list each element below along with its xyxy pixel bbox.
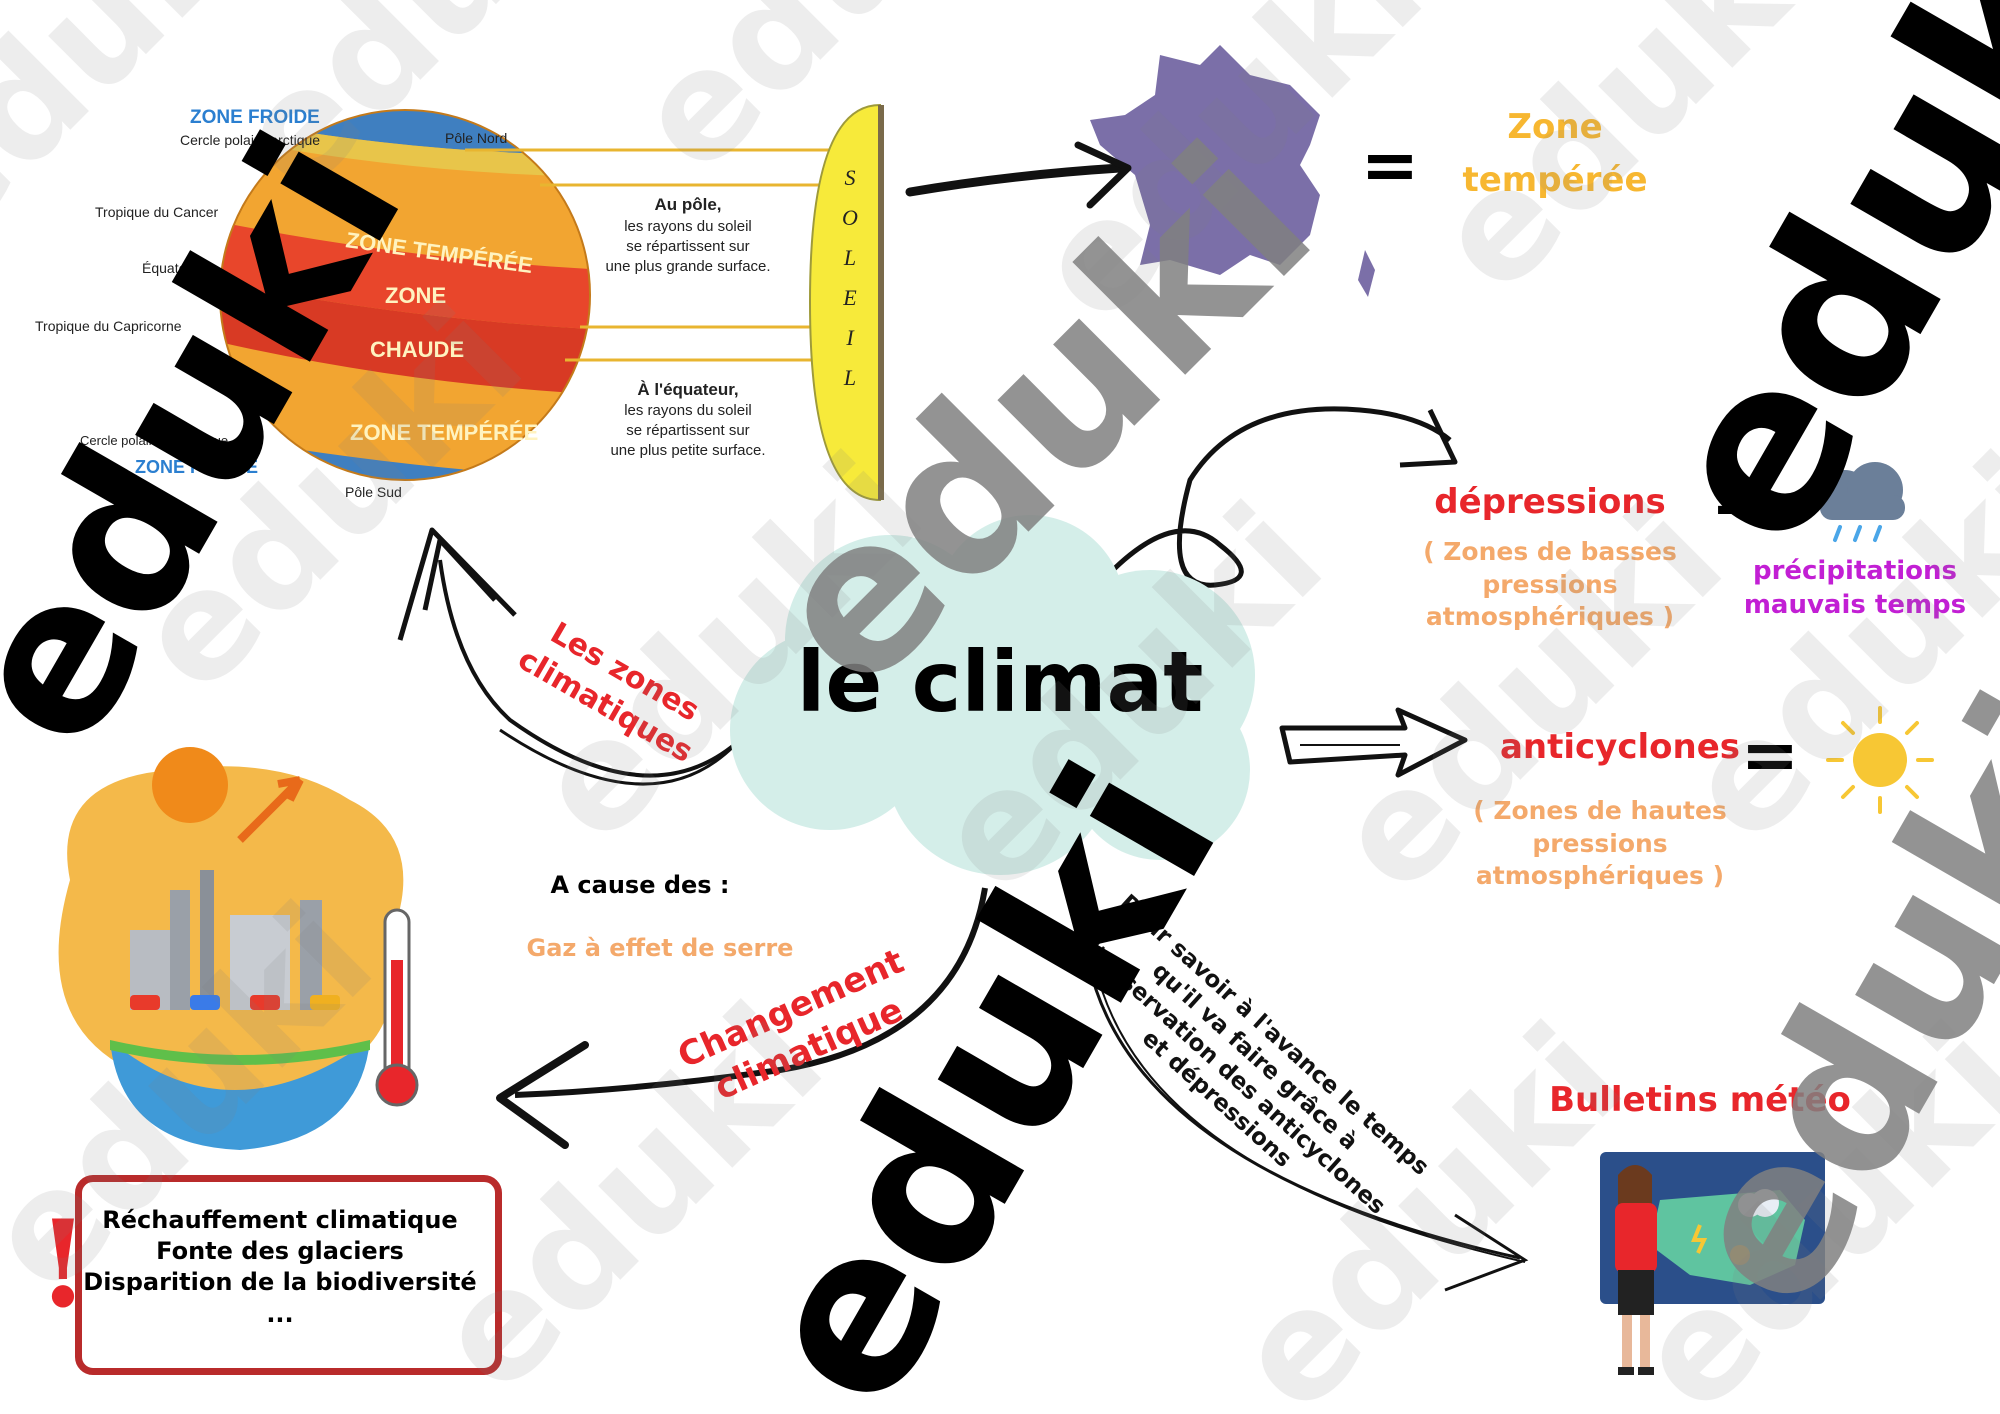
forecast-line-2: qu'il va faire grâce à xyxy=(1147,957,1363,1156)
forecast-text: Pour savoir à l'avance le temps qu'il va… xyxy=(1043,878,1447,1258)
consequences-box xyxy=(75,1175,502,1375)
exclamation-icon: ! xyxy=(36,1194,90,1335)
sun-half-icon xyxy=(808,103,881,502)
a-equateur-line-4: une plus petite surface. xyxy=(610,442,765,459)
anticyclones-desc-line-2: pressions xyxy=(1532,828,1668,858)
depressions-desc-line-3: atmosphériques ) xyxy=(1425,602,1675,631)
equateur-label: Équateur xyxy=(142,260,199,276)
cercle-antarctique-label: Cercle polaire antarctique xyxy=(80,433,228,448)
tropique-cancer-label: Tropique du Cancer xyxy=(95,204,219,220)
zone-froide-label: ZONE FROIDE xyxy=(190,107,320,128)
globe-icon xyxy=(220,110,590,480)
zone-froide-sud-label: ZONE FROIDE xyxy=(135,457,258,477)
global-warming-illustration xyxy=(58,747,419,1150)
consequence-item-3: Disparition de la biodiversité xyxy=(83,1268,477,1297)
a-equateur-line-1: À l'équateur, xyxy=(637,380,738,399)
a-equateur-line-2: les rayons du soleil xyxy=(624,402,752,419)
rain-cloud-icon xyxy=(1820,462,1905,542)
au-pole-line-2: les rayons du soleil xyxy=(624,218,752,235)
a-equateur-line-3: se répartissent sur xyxy=(626,422,749,439)
consequences-list: Réchauffement climatique Fonte des glaci… xyxy=(80,1205,480,1330)
depressions-desc: ( Zones de basses pressions atmosphériqu… xyxy=(1390,536,1710,634)
consequence-item-2: Fonte des glaciers xyxy=(156,1237,404,1266)
consequence-item-4: ... xyxy=(266,1299,294,1328)
depressions-result-line-1: précipitations xyxy=(1752,556,1958,586)
sun-rays xyxy=(465,148,840,362)
soleil-letter-5: I xyxy=(845,325,855,350)
au-pole-line-3: se répartissent sur xyxy=(626,238,749,255)
weather-presenter-illustration xyxy=(1600,1152,1825,1375)
anticyclones-title: anticyclones xyxy=(1499,727,1741,767)
depressions-result: précipitations mauvais temps xyxy=(1730,555,1980,623)
depressions-desc-line-1: ( Zones de basses xyxy=(1423,537,1677,566)
depressions-title: dépressions xyxy=(1434,482,1666,522)
au-pole-line-1: Au pôle, xyxy=(654,195,721,214)
cercle-arctique-label: Cercle polaire arctique xyxy=(180,132,320,148)
france-map-icon xyxy=(1090,45,1375,297)
cause-value: Gaz à effet de serre xyxy=(526,934,794,962)
pole-sud-label: Pôle Sud xyxy=(345,484,402,500)
anticyclones-equals: = xyxy=(1740,714,1800,796)
zone-temperee-line-2: tempérée xyxy=(1462,160,1648,200)
zone-temperee-sud-label: ZONE TEMPÉRÉE xyxy=(350,420,538,445)
soleil-letter-1: S xyxy=(845,165,856,190)
center-cloud xyxy=(730,515,1255,875)
au-pole-line-4: une plus grande surface. xyxy=(605,258,770,275)
depressions-result-line-2: mauvais temps xyxy=(1743,589,1967,620)
soleil-letter-3: L xyxy=(843,245,856,270)
climate-zones-diagram: ZONE TEMPÉRÉE ZONE CHAUDE ZONE TEMPÉRÉE … xyxy=(20,95,890,515)
zone-temperee-line-1: Zone xyxy=(1507,107,1603,147)
depressions-desc-line-2: pressions xyxy=(1482,569,1618,599)
zone-chaude-label-1: ZONE xyxy=(385,283,446,308)
zone-chaude-label-2: CHAUDE xyxy=(370,337,464,362)
depressions-equals: = xyxy=(1710,459,1770,541)
soleil-letter-6: L xyxy=(843,365,856,390)
bulletins-meteo-title: Bulletins météo xyxy=(1549,1080,1851,1120)
anticyclones-desc: ( Zones de hautes pressions atmosphériqu… xyxy=(1440,795,1760,893)
soleil-letter-4: E xyxy=(842,285,857,310)
sun-icon xyxy=(1826,706,1934,814)
forecast-line-3: l'observation des anticyclones xyxy=(1080,936,1391,1220)
center-title: le climat xyxy=(796,633,1204,731)
cause-label: A cause des : xyxy=(550,871,730,899)
anticyclones-desc-line-3: atmosphériques ) xyxy=(1475,861,1725,890)
pole-nord-label: Pôle Nord xyxy=(445,130,507,146)
tropique-capricorne-label: Tropique du Capricorne xyxy=(35,318,182,334)
soleil-letter-2: O xyxy=(842,205,858,230)
consequence-item-1: Réchauffement climatique xyxy=(102,1206,458,1234)
france-equals: = xyxy=(1360,124,1420,206)
anticyclones-desc-line-1: ( Zones de hautes xyxy=(1473,796,1727,825)
